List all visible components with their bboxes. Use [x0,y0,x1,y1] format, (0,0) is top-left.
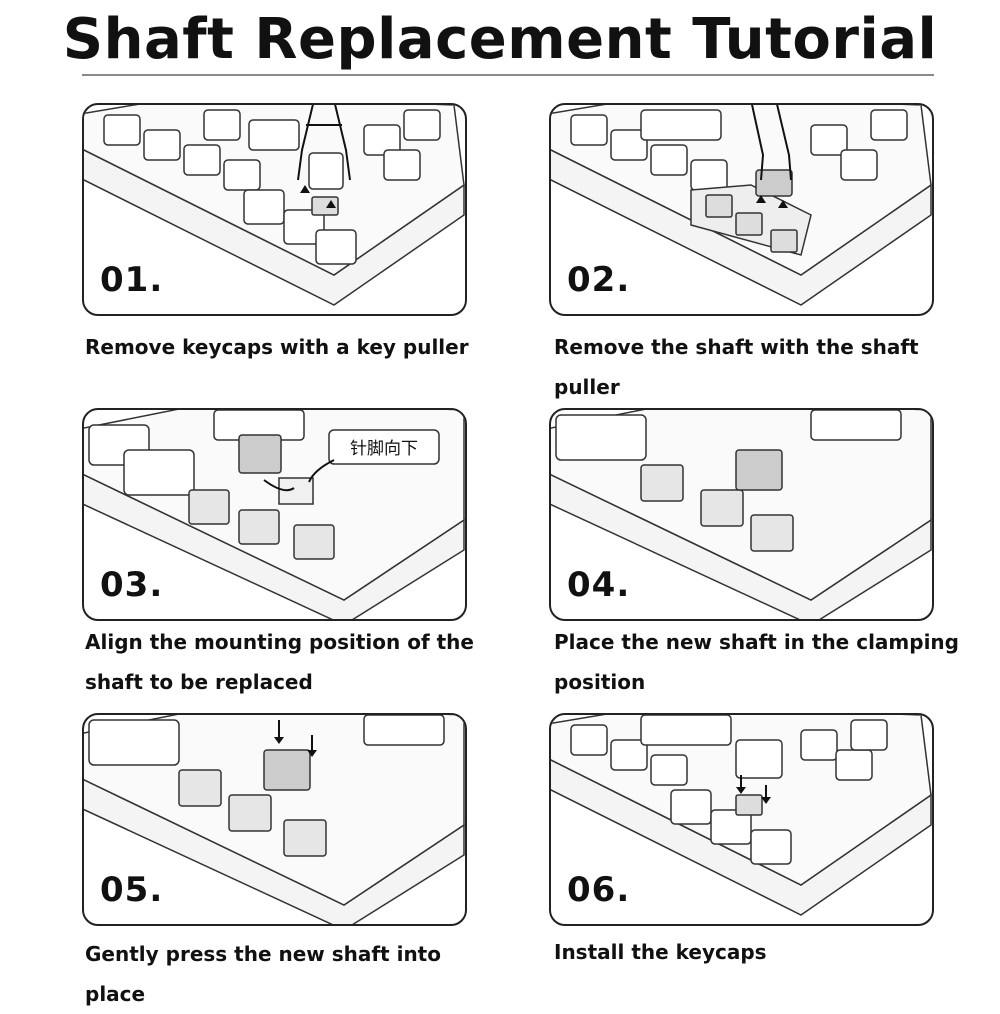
step-4-number: 04. [565,565,633,605]
page-title: Shaft Replacement Tutorial [62,7,938,72]
step-2-illustration: 02. [549,103,934,316]
step-3-number: 03. [98,565,166,605]
step-3-caption: Align the mounting position of the shaft… [85,630,474,694]
step-1-number: 01. [98,260,166,300]
step-1-caption: Remove keycaps with a key puller [85,335,469,359]
step-2-number: 02. [565,260,633,300]
step-5-number: 05. [98,870,166,910]
step-3-illustration: 针脚向下 03. [82,408,467,621]
step-6-caption: Install the keycaps [554,940,767,964]
step-1-illustration: 01. [82,103,467,316]
step-2-caption: Remove the shaft with the shaft puller [554,335,919,399]
step-5-illustration: 05. [82,713,467,926]
pins-down-note: 针脚向下 [350,439,418,459]
step-4-caption: Place the new shaft in the clamping posi… [554,630,959,694]
step-5-caption: Gently press the new shaft into place [85,942,441,1006]
step-4-illustration: 04. [549,408,934,621]
title-divider [82,74,934,76]
step-6-number: 06. [565,870,633,910]
step-6-illustration: 06. [549,713,934,926]
